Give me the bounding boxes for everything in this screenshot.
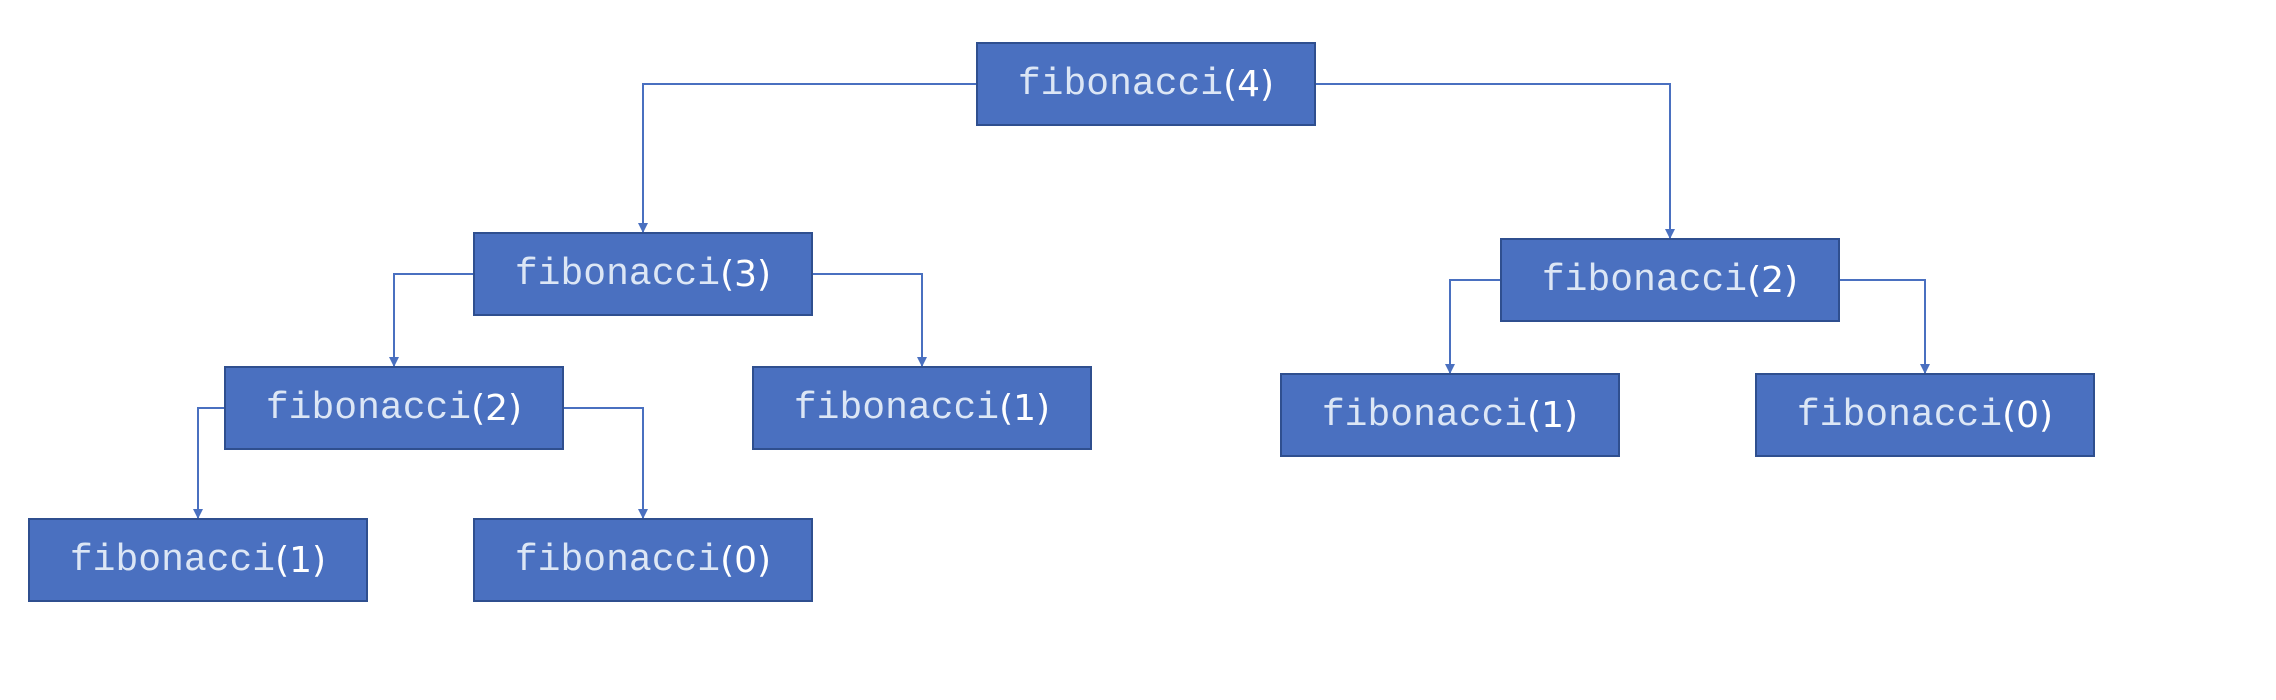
function-name: fibonacci — [1796, 393, 2003, 437]
function-argument: (4) — [1223, 63, 1275, 105]
connector-ll-to-lll — [193, 407, 224, 519]
connector-l-to-ll — [389, 273, 473, 367]
function-argument: (1) — [1527, 394, 1579, 436]
function-argument: (0) — [2002, 394, 2054, 436]
function-argument: (3) — [720, 253, 772, 295]
connector-r-to-rl — [1445, 279, 1500, 374]
function-argument: (2) — [1747, 259, 1799, 301]
connector-r-to-rr — [1840, 279, 1930, 374]
function-name: fibonacci — [265, 386, 472, 430]
node-fibonacci-3: fibonacci(3) — [473, 232, 813, 316]
connector-l-to-lr — [813, 273, 927, 367]
function-argument: (1) — [275, 539, 327, 581]
function-name: fibonacci — [1321, 393, 1528, 437]
node-fibonacci-1: fibonacci(1) — [752, 366, 1092, 450]
function-argument: (2) — [471, 387, 523, 429]
function-argument: (1) — [999, 387, 1051, 429]
node-fibonacci-2-left: fibonacci(2) — [224, 366, 564, 450]
connector-root-to-l — [638, 83, 976, 233]
node-fibonacci-4: fibonacci(4) — [976, 42, 1316, 126]
connector-ll-to-llr — [564, 407, 648, 519]
node-fibonacci-0: fibonacci(0) — [473, 518, 813, 602]
function-name: fibonacci — [793, 386, 1000, 430]
function-name: fibonacci — [514, 538, 721, 582]
node-fibonacci-2-right: fibonacci(2) — [1500, 238, 1840, 322]
function-argument: (0) — [720, 539, 772, 581]
node-fibonacci-1: fibonacci(1) — [1280, 373, 1620, 457]
node-fibonacci-1: fibonacci(1) — [28, 518, 368, 602]
function-name: fibonacci — [1541, 258, 1748, 302]
node-fibonacci-0: fibonacci(0) — [1755, 373, 2095, 457]
function-name: fibonacci — [69, 538, 276, 582]
function-name: fibonacci — [514, 252, 721, 296]
function-name: fibonacci — [1017, 62, 1224, 106]
connector-root-to-r — [1316, 83, 1675, 239]
